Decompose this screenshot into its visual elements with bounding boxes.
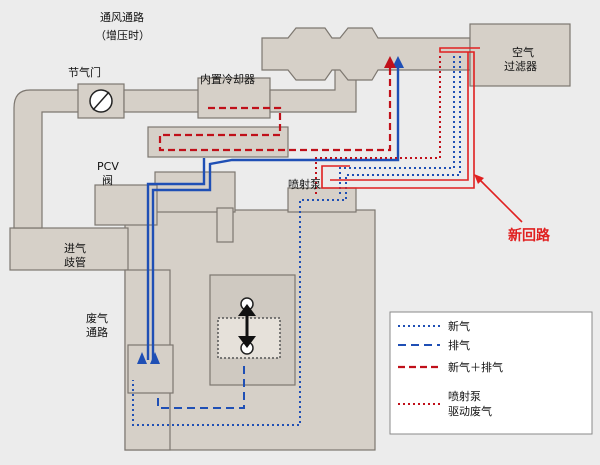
piston-arrow-down [238, 336, 256, 348]
compressor-housing [261, 27, 471, 81]
flow-ejector-drive [315, 56, 441, 196]
flow-exhaust [157, 362, 245, 409]
vent-label-2: （增压时） [95, 28, 150, 42]
duct-throttle-intercooler [123, 89, 203, 113]
intake-manifold-label-2: 歧管 [64, 255, 86, 269]
arrow-blue-block-2 [150, 352, 160, 364]
pcv-tube-small [216, 207, 234, 243]
flow-return-blue [151, 64, 400, 360]
throttle-valve-icon [89, 89, 113, 113]
piston-arrow-up [238, 304, 256, 316]
intercooler-tube [147, 126, 289, 158]
pcv-label-2: 阀 [102, 173, 113, 187]
new-route-pointer [475, 175, 523, 223]
piston [217, 297, 281, 359]
flow-fresh-air [132, 56, 461, 426]
legend-label-mixed: 新气＋排气 [448, 360, 503, 374]
flow-return-blue-2 [146, 158, 206, 360]
legend-label-ejector-drive-2: 驱动废气 [448, 404, 492, 418]
arrow-blue-top [392, 56, 404, 68]
new-route-outline [321, 47, 480, 189]
new-route-outline-2 [330, 52, 469, 181]
arrow-blue-block-1 [137, 352, 147, 364]
flow-mixed [158, 68, 392, 152]
throttle-label: 节气门 [68, 65, 101, 79]
legend: 新气 排气 新气＋排气 喷射泵 驱动废气 [389, 311, 593, 435]
legend-box [389, 311, 593, 435]
intake-manifold [9, 227, 129, 271]
flow-fresh-air-2 [339, 56, 455, 196]
pcv-valve [154, 171, 236, 213]
air-filter-label-2: 过滤器 [504, 60, 537, 73]
air-filter-label-1: 空气 [512, 45, 534, 59]
arrow-red-top [384, 56, 396, 68]
intercooler-label: 内置冷却器 [200, 72, 255, 86]
legend-label-fresh-air: 新气 [448, 319, 470, 333]
vent-label-1: 通风通路 [100, 11, 144, 24]
intake-duct [13, 89, 81, 229]
legend-label-exhaust: 排气 [448, 338, 470, 352]
pcv-label-1: PCV [97, 160, 119, 173]
new-route-arrowhead [474, 174, 484, 184]
waste-gas-label-2: 通路 [86, 326, 108, 339]
air-filter [469, 23, 571, 87]
intake-manifold-label-1: 进气 [64, 241, 86, 255]
ejector-pump-label: 喷射泵 [288, 177, 321, 191]
legend-label-ejector-drive-1: 喷射泵 [448, 389, 481, 403]
waste-gas-label-1: 废气 [86, 311, 108, 325]
new-route-label: 新回路 [508, 227, 551, 244]
pcv-port [94, 184, 158, 226]
block-outlet [127, 344, 174, 394]
intercooler [197, 77, 271, 119]
